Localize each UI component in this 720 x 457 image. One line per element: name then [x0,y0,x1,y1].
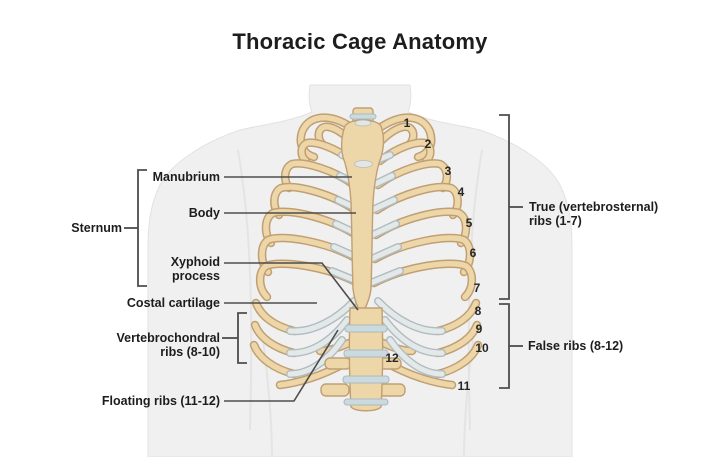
sternum-bracket [124,169,147,287]
label-manubrium: Manubrium [152,170,220,184]
rib-number-11: 11 [457,379,471,393]
false-ribs-bracket [499,303,523,389]
label-costal-cartilage: Costal cartilage [126,296,220,310]
right-waist-crease [463,329,475,457]
page-title: Thoracic Cage Anatomy [232,29,488,54]
label-false-ribs: False ribs (8-12) [528,339,624,353]
rib-number-10: 10 [475,341,489,355]
vertebrochondral-bracket [222,312,247,364]
left-arm-crease [237,149,253,431]
rib-number-4: 4 [457,185,465,199]
label-body: Body [188,206,220,220]
left-waist-crease [261,329,273,457]
rib-number-8: 8 [474,304,482,318]
rib-number-6: 6 [469,246,477,260]
rib-number-3: 3 [444,164,452,178]
sternum-bone [340,119,385,317]
true-ribs-bracket [499,114,523,300]
label-true-ribs: True (vertebrosternal) ribs (1-7) [529,200,659,228]
rib-number-9: 9 [475,322,483,336]
label-xyphoid-process: Xyphoid process [170,255,220,283]
label-sternum: Sternum [71,221,122,235]
label-vertebrochondral-ribs: Vertebrochondral ribs (8-10) [116,331,221,359]
lower-spine [320,307,406,412]
rib-number-12: 12 [385,351,399,365]
rib-number-7: 7 [473,281,481,295]
xyphoid-leader-line [224,262,359,311]
label-floating-ribs: Floating ribs (11-12) [101,394,220,408]
rib-number-2: 2 [424,137,432,151]
rib-number-1: 1 [403,116,411,130]
rib-number-5: 5 [465,216,473,230]
floating-ribs-leader-line [224,329,339,402]
